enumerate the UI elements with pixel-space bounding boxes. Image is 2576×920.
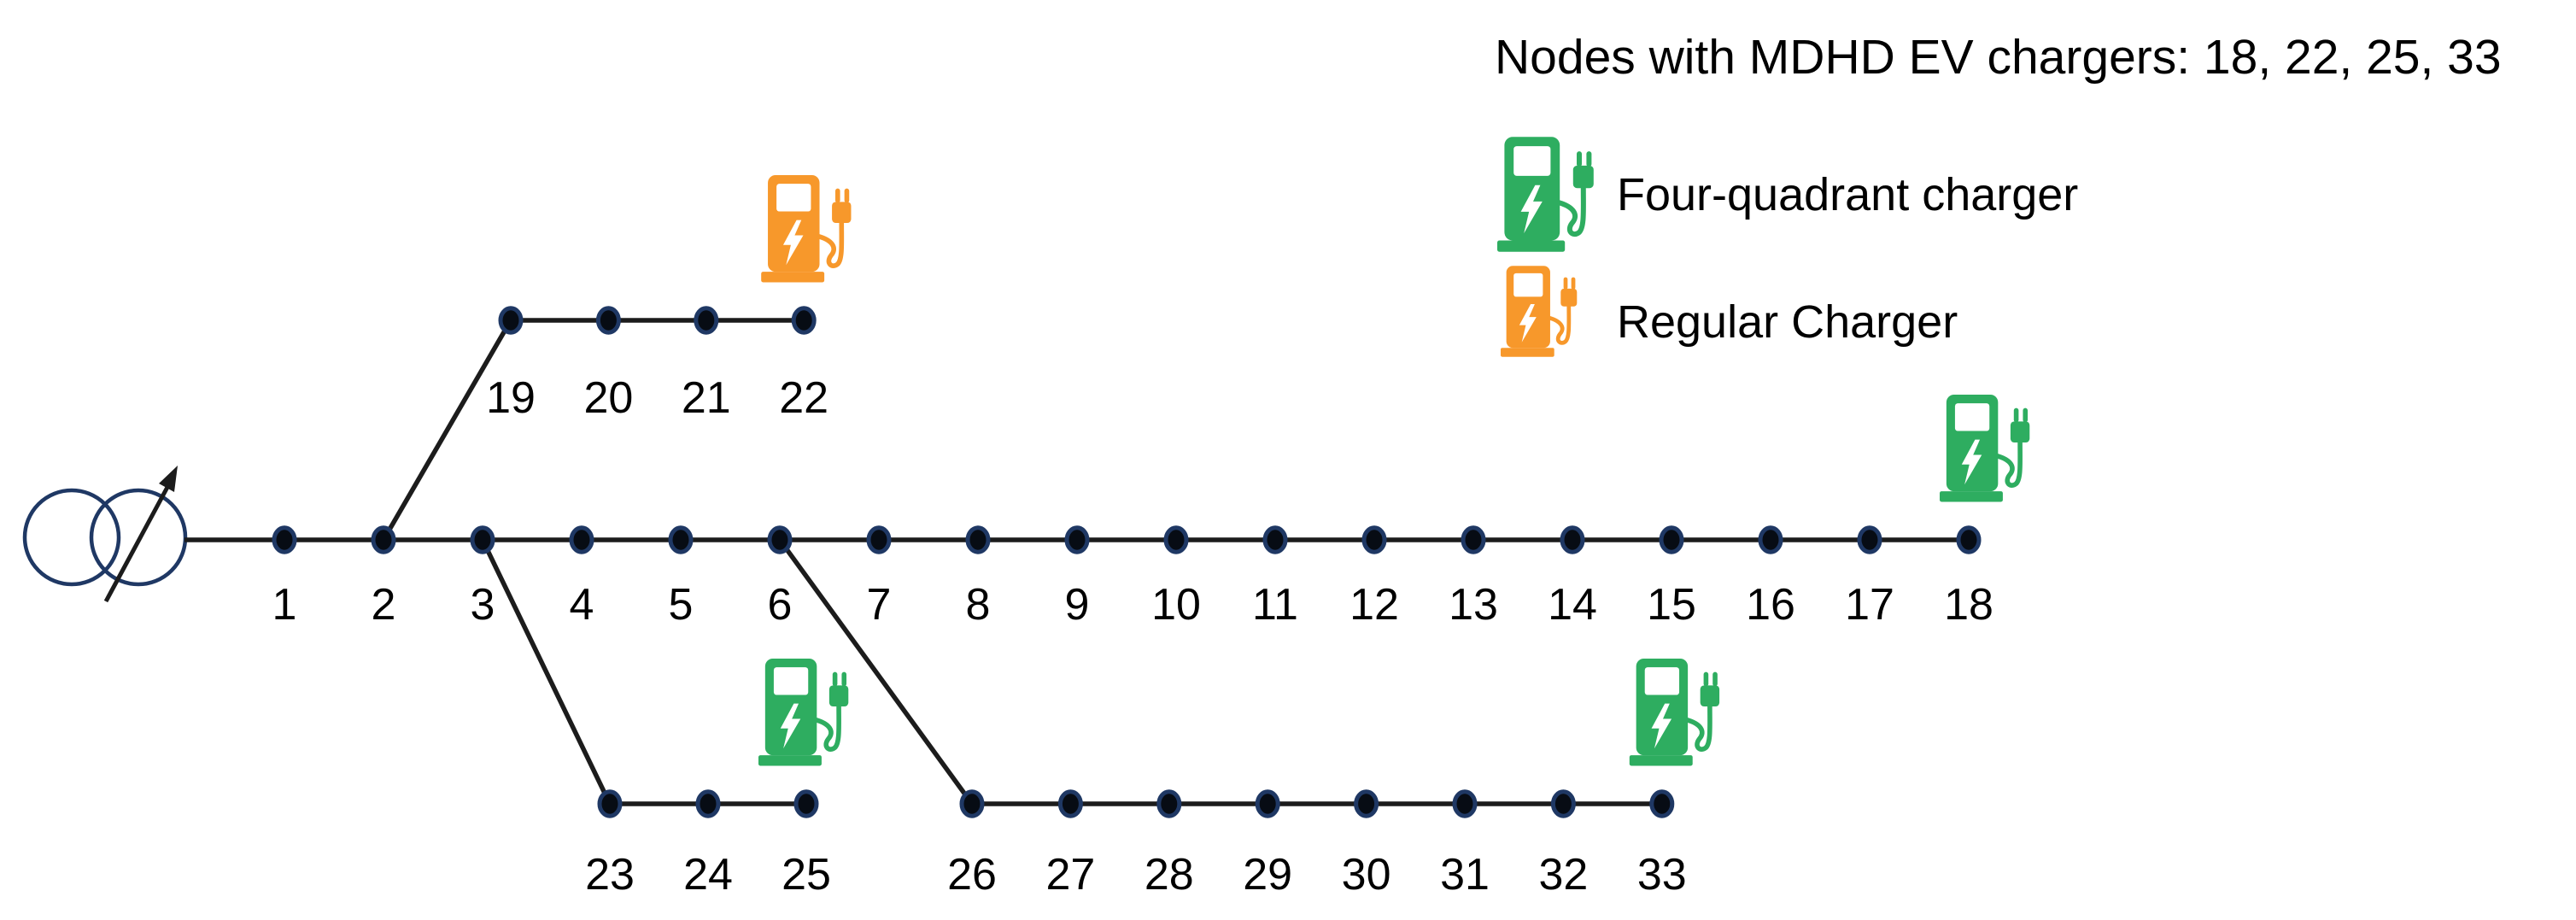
node-label-28: 28 xyxy=(1145,850,1194,899)
network-nodes xyxy=(272,306,1982,818)
node-dot-4 xyxy=(569,525,594,554)
node-dot-16 xyxy=(1758,525,1783,554)
transformer-symbol xyxy=(22,466,188,603)
node-label-5: 5 xyxy=(669,580,694,630)
node-label-15: 15 xyxy=(1647,580,1696,630)
node-dot-5 xyxy=(668,525,694,554)
node-dot-29 xyxy=(1255,789,1280,818)
node-dot-11 xyxy=(1262,525,1288,554)
node-label-33: 33 xyxy=(1637,850,1687,899)
node-dot-27 xyxy=(1057,789,1083,818)
regular-charger-icon xyxy=(1501,266,1582,357)
node-dot-13 xyxy=(1461,525,1486,554)
node-label-11: 11 xyxy=(1252,580,1298,630)
node-dot-17 xyxy=(1857,525,1882,554)
node-dot-12 xyxy=(1361,525,1387,554)
node-dot-32 xyxy=(1550,789,1576,818)
node-dot-15 xyxy=(1659,525,1684,554)
node-label-31: 31 xyxy=(1440,850,1490,899)
node-label-12: 12 xyxy=(1349,580,1399,630)
node-dot-10 xyxy=(1163,525,1189,554)
page-title: Nodes with MDHD EV chargers: 18, 22, 25,… xyxy=(1495,30,2502,85)
node-label-6: 6 xyxy=(768,580,793,630)
node-dot-21 xyxy=(694,306,719,335)
node-dot-14 xyxy=(1560,525,1585,554)
node-label-3: 3 xyxy=(471,580,495,630)
node-dot-33 xyxy=(1649,789,1675,818)
node-label-8: 8 xyxy=(966,580,991,630)
node-dot-2 xyxy=(371,525,396,554)
node-dot-6 xyxy=(767,525,793,554)
node-label-18: 18 xyxy=(1944,580,1993,630)
node-label-27: 27 xyxy=(1045,850,1095,899)
node-label-9: 9 xyxy=(1065,580,1090,630)
node-label-25: 25 xyxy=(782,850,831,899)
node-label-21: 21 xyxy=(682,373,731,423)
transformer-arrow-head xyxy=(159,466,178,492)
node-dot-18 xyxy=(1956,525,1982,554)
lateral-line-2-19 xyxy=(381,319,513,542)
node-label-4: 4 xyxy=(570,580,594,630)
node-dot-7 xyxy=(866,525,892,554)
charger-icon-node-33 xyxy=(1629,659,1720,766)
regular-charger-icon-glyph xyxy=(1501,266,1578,357)
node-dot-19 xyxy=(498,306,524,335)
node-dot-3 xyxy=(470,525,495,554)
node-dot-25 xyxy=(793,789,819,818)
node-label-17: 17 xyxy=(1845,580,1894,630)
node-label-23: 23 xyxy=(585,850,635,899)
node-label-24: 24 xyxy=(683,850,733,899)
node-label-32: 32 xyxy=(1538,850,1588,899)
node-dot-24 xyxy=(695,789,721,818)
node-label-30: 30 xyxy=(1342,850,1391,899)
four-quadrant-charger-icon xyxy=(1497,137,1600,252)
transformer-arrow-shaft xyxy=(103,478,174,603)
node-label-19: 19 xyxy=(486,373,536,423)
node-label-2: 2 xyxy=(372,580,396,630)
node-label-29: 29 xyxy=(1243,850,1292,899)
node-dot-20 xyxy=(595,306,621,335)
charger-icons xyxy=(758,175,2030,766)
lateral-line-6-26 xyxy=(777,538,975,806)
charger-icon-node-25 xyxy=(758,659,849,766)
node-label-20: 20 xyxy=(583,373,633,423)
transformer-coil-left xyxy=(22,488,121,587)
node-label-16: 16 xyxy=(1746,580,1795,630)
node-dot-30 xyxy=(1354,789,1379,818)
node-dot-22 xyxy=(791,306,817,335)
four-quadrant-charger-icon-glyph xyxy=(1497,137,1594,252)
charger-icon-node-18 xyxy=(1940,395,2030,502)
legend-label-four-quadrant: Four-quadrant charger xyxy=(1617,169,2079,220)
node-label-13: 13 xyxy=(1449,580,1498,630)
node-dot-26 xyxy=(959,789,985,818)
node-dot-31 xyxy=(1452,789,1478,818)
legend-label-regular: Regular Charger xyxy=(1617,296,1958,348)
charger-icon-node-22 xyxy=(761,175,852,283)
node-dot-8 xyxy=(965,525,991,554)
node-label-1: 1 xyxy=(272,580,297,630)
node-label-10: 10 xyxy=(1151,580,1201,630)
lateral-line-3-23 xyxy=(480,538,612,806)
node-label-22: 22 xyxy=(779,373,828,423)
node-dot-1 xyxy=(272,525,297,554)
node-dot-28 xyxy=(1156,789,1182,818)
node-label-26: 26 xyxy=(947,850,997,899)
transformer-coil-right xyxy=(89,488,188,587)
node-label-7: 7 xyxy=(867,580,892,630)
node-dot-9 xyxy=(1064,525,1090,554)
node-dot-23 xyxy=(597,789,623,818)
node-label-14: 14 xyxy=(1548,580,1597,630)
